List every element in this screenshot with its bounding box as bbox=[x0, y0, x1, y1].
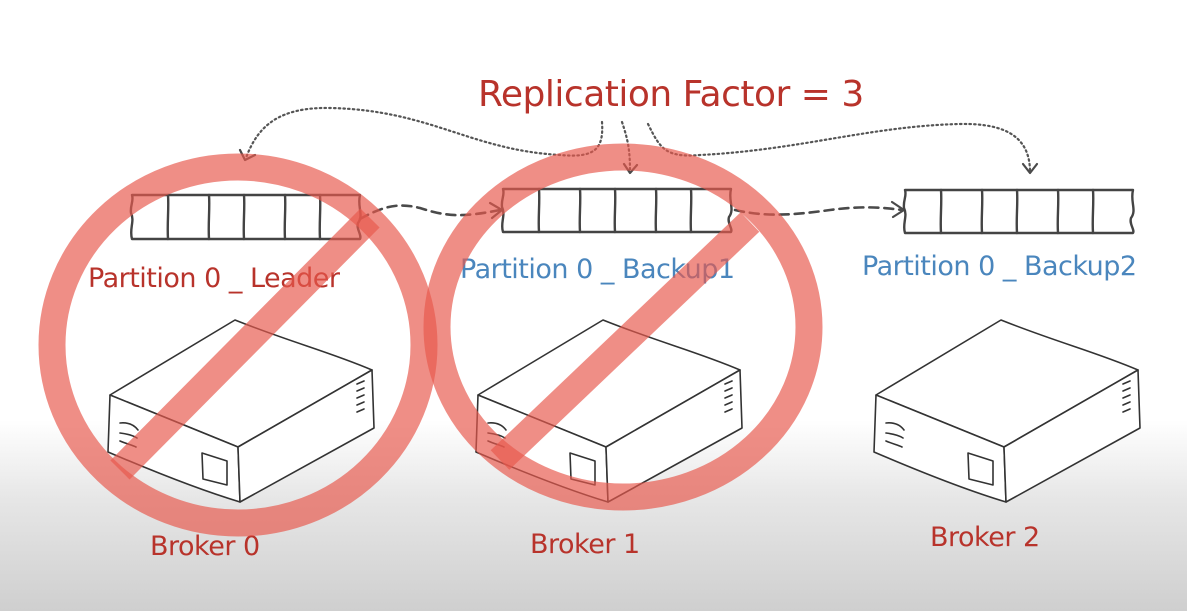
partition-cell-divider bbox=[1015, 188, 1019, 235]
partition-cell-divider bbox=[283, 193, 287, 241]
data-flow-arrows bbox=[358, 200, 906, 221]
server-icon-broker-2 bbox=[873, 319, 1141, 503]
server-side-vent bbox=[724, 408, 733, 413]
server-side-vent bbox=[356, 387, 365, 392]
partition-cell-divider bbox=[613, 187, 617, 234]
server-side-vent bbox=[356, 401, 365, 406]
server-side-face bbox=[1003, 369, 1141, 503]
server-vent-line bbox=[885, 422, 905, 431]
server-side-vent bbox=[724, 387, 733, 392]
server-vent-line bbox=[119, 422, 139, 431]
partition-cell-divider bbox=[578, 187, 582, 234]
arrowhead-to-backup2 bbox=[1021, 162, 1039, 175]
partition-logs bbox=[129, 187, 1135, 241]
prohibited-slash-broker-1 bbox=[490, 212, 760, 470]
partition-cell-divider bbox=[318, 193, 322, 241]
server-drive-bay bbox=[201, 452, 228, 486]
partition-cell-divider bbox=[166, 193, 170, 241]
partition-cell-divider bbox=[1056, 188, 1060, 235]
prohibited-circle-broker-1 bbox=[423, 143, 823, 511]
partition-cell-divider bbox=[207, 193, 211, 241]
server-vent-line bbox=[885, 432, 904, 439]
partition-log-backup-2 bbox=[902, 188, 1135, 235]
partition-cell-divider bbox=[654, 187, 658, 234]
partition-label-backup2: Partition 0 _ Backup2 bbox=[862, 251, 1137, 282]
server-vent-line bbox=[885, 440, 903, 448]
prohibited-slash-broker-0 bbox=[110, 208, 380, 480]
server-side-vent bbox=[356, 408, 365, 413]
server-side-face bbox=[237, 369, 375, 503]
partition-log-outline bbox=[902, 188, 1135, 235]
server-side-vent bbox=[1122, 394, 1131, 399]
prohibited-icon-broker-1 bbox=[423, 143, 823, 511]
server-side-vent bbox=[356, 380, 365, 385]
partition-cell-divider bbox=[980, 188, 984, 235]
partition-log-backup-1 bbox=[500, 187, 733, 234]
server-drive-bay bbox=[967, 452, 994, 486]
broker-label-1: Broker 1 bbox=[530, 529, 640, 560]
server-side-vent bbox=[724, 380, 733, 385]
server-vent-line bbox=[487, 422, 507, 431]
server-side-vent bbox=[356, 394, 365, 399]
server-side-vent bbox=[1122, 387, 1131, 392]
prohibited-circle-broker-0 bbox=[38, 153, 438, 537]
server-side-vent bbox=[1122, 380, 1131, 385]
prohibited-icon-broker-0 bbox=[38, 153, 438, 537]
diagram-title: Replication Factor = 3 bbox=[478, 74, 864, 115]
partition-cell-divider bbox=[689, 187, 693, 234]
partition-log-outline bbox=[500, 187, 733, 234]
partition-cell-divider bbox=[537, 187, 541, 234]
server-side-vent bbox=[724, 394, 733, 399]
partition-cell-divider bbox=[939, 188, 943, 235]
server-side-vent bbox=[1122, 401, 1131, 406]
broker-label-2: Broker 2 bbox=[930, 522, 1040, 553]
server-side-vent bbox=[724, 401, 733, 406]
partition-cell-divider bbox=[1091, 188, 1095, 235]
replication-arrow-to-leader bbox=[244, 106, 604, 160]
server-side-vent bbox=[1122, 408, 1131, 413]
partition-cell-divider bbox=[242, 193, 246, 241]
